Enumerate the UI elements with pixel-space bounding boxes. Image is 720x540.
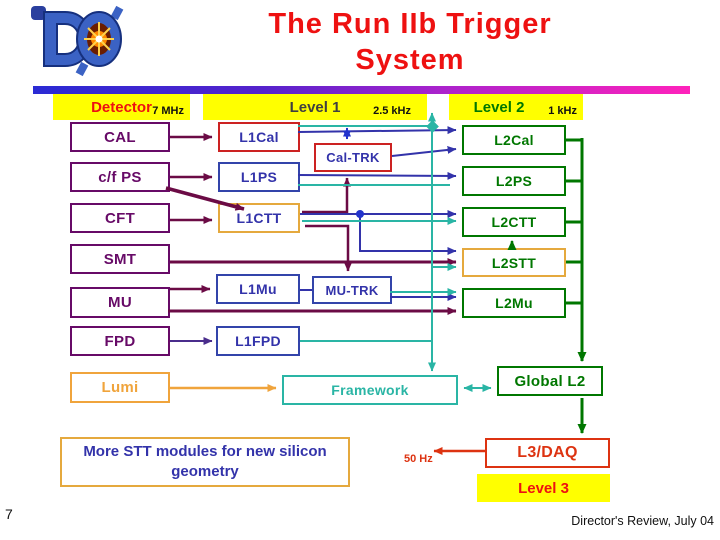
header-level2-rate: 1 kHz xyxy=(548,105,577,117)
box-mu-trk-label: MU-TRK xyxy=(325,282,379,298)
box-l1mu-label: L1Mu xyxy=(239,281,277,297)
box-l2ps: L2PS xyxy=(462,166,566,196)
box-l2mu-label: L2Mu xyxy=(495,295,533,311)
note-stt-modules: More STT modules for new silicon geometr… xyxy=(60,437,350,487)
box-global-l2: Global L2 xyxy=(497,366,603,396)
box-l3daq: L3/DAQ xyxy=(485,438,610,468)
output-rate-label: 50 Hz xyxy=(404,453,433,465)
note-stt-modules-text: More STT modules for new silicon geometr… xyxy=(83,443,327,480)
box-l3daq-label: L3/DAQ xyxy=(517,444,578,461)
box-l2cal-label: L2Cal xyxy=(494,132,534,148)
box-l2stt: L2STT xyxy=(462,248,566,277)
header-detector-label: Detector xyxy=(91,98,152,116)
box-smt: SMT xyxy=(70,244,170,274)
box-mu-trk: MU-TRK xyxy=(312,276,392,304)
box-cal: CAL xyxy=(70,122,170,152)
d0-experiment-logo-icon xyxy=(31,5,124,77)
box-l1ctt-label: L1CTT xyxy=(236,210,282,226)
box-mu-label: MU xyxy=(108,294,132,311)
box-global-l2-label: Global L2 xyxy=(514,372,586,390)
box-l1ps-label: L1PS xyxy=(240,169,278,185)
header-level3-label: Level 3 xyxy=(518,479,569,497)
title-line1: The Run IIb Trigger xyxy=(268,8,552,40)
page-number: 7 xyxy=(5,506,13,522)
header-level1-rate: 2.5 kHz xyxy=(373,105,411,117)
box-cft: CFT xyxy=(70,203,170,233)
box-l2cal: L2Cal xyxy=(462,125,566,155)
box-l2mu: L2Mu xyxy=(462,288,566,318)
box-cal-label: CAL xyxy=(104,128,136,146)
box-l1ps: L1PS xyxy=(218,162,300,192)
box-l1fpd: L1FPD xyxy=(216,326,300,356)
box-cal-trk: Cal-TRK xyxy=(314,143,392,172)
box-framework-label: Framework xyxy=(331,382,409,398)
wires-detector-maroon xyxy=(165,133,457,315)
page-title: The Run IIb Trigger System xyxy=(205,6,615,78)
box-cal-trk-label: Cal-TRK xyxy=(326,150,380,165)
header-level2: Level 2 1 kHz xyxy=(449,94,583,120)
box-l2ctt: L2CTT xyxy=(462,207,566,237)
box-l1mu: L1Mu xyxy=(216,274,300,304)
box-l1cal: L1Cal xyxy=(218,122,300,152)
box-framework: Framework xyxy=(282,375,458,405)
box-l1ctt: L1CTT xyxy=(218,203,300,233)
box-smt-label: SMT xyxy=(103,250,137,268)
box-l2ctt-label: L2CTT xyxy=(491,214,537,230)
box-fpd: FPD xyxy=(70,326,170,356)
box-fpd-label: FPD xyxy=(104,332,136,350)
gradient-divider-bar xyxy=(33,86,690,94)
header-detector-rate: 7 MHz xyxy=(152,105,184,117)
box-l1cal-label: L1Cal xyxy=(239,129,279,145)
title-line2: System xyxy=(355,44,465,76)
header-level2-label: Level 2 xyxy=(473,98,525,116)
header-detector: Detector 7 MHz xyxy=(53,94,190,120)
box-l1fpd-label: L1FPD xyxy=(235,333,281,349)
box-lumi: Lumi xyxy=(70,372,170,403)
box-l2stt-label: L2STT xyxy=(491,254,537,271)
box-l2ps-label: L2PS xyxy=(495,173,533,189)
box-mu: MU xyxy=(70,287,170,318)
box-lumi-label: Lumi xyxy=(101,379,139,396)
box-cft-label: CFT xyxy=(104,209,136,227)
credit-text: Director's Review, July 04 xyxy=(571,514,714,528)
header-level1: Level 1 2.5 kHz xyxy=(203,94,427,120)
header-level3: Level 3 xyxy=(477,474,610,502)
box-cfps-label: c/f PS xyxy=(98,168,142,186)
header-level1-label: Level 1 xyxy=(289,98,341,116)
box-cfps: c/f PS xyxy=(70,162,170,192)
